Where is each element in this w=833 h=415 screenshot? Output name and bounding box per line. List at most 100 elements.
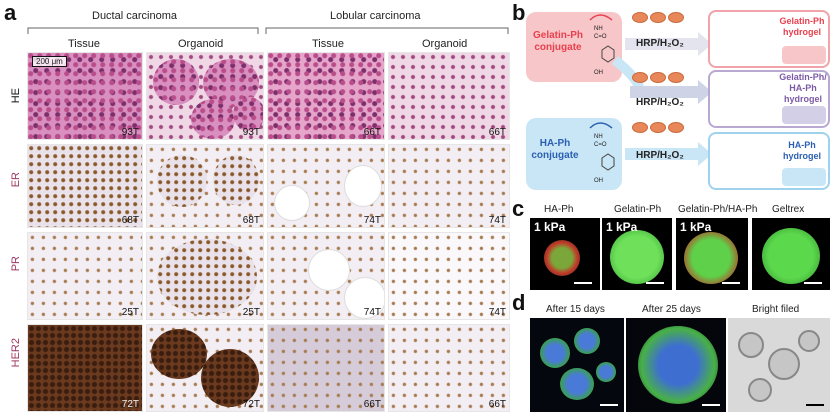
hrp-enzyme-icon [650,72,666,83]
hrp-enzyme-icon [668,72,684,83]
sample-id: 93T [242,127,260,138]
sample-id: 66T [363,399,381,410]
sample-id: 66T [363,127,381,138]
organoid [201,349,259,407]
sample-id: 93T [121,127,139,138]
reagent-label-3: HRP/H₂O₂ [636,150,684,161]
scale-bar [806,404,824,406]
pr-ductal-tissue: 25T [27,232,143,320]
sample-id: 25T [121,307,139,318]
d-label-brightfield: Bright filed [752,304,800,315]
hrp-enzyme-icon [632,122,648,133]
organoid [596,362,616,382]
reagent-label-1: HRP/H₂O₂ [636,38,684,49]
scale-bar [702,404,720,406]
organoid [233,97,263,131]
sample-id: 74T [488,307,506,318]
organoid [560,368,594,400]
chem-nh-1: NH [594,26,603,32]
c-label-gelatin: Gelatin-Ph [614,204,662,215]
col-header-organoid-2: Organoid [422,38,468,50]
c-image-gelatin: 1 kPa [602,218,672,290]
her2-ductal-tissue: 72T [27,324,143,412]
er-ductal-tissue: 68T [27,144,143,228]
group-header-ductal: Ductal carcinoma [92,10,177,22]
row-label-er: ER [10,172,22,188]
d-image-brightfield [728,318,830,412]
er-ductal-organoid: 68T [146,144,264,228]
fat-cell [344,277,384,319]
organoid [157,155,207,207]
panel-d-letter: d [512,290,526,315]
gel-dish [782,168,826,186]
stiffness-label: 1 kPa [606,220,638,234]
mix-hydrogel-label: Gelatin-Ph/ HA-Ph hydrogel [779,72,827,104]
he-ductal-organoid: 93T [146,52,264,140]
ductal-bracket [27,27,259,34]
gelatin-conjugate-label: Gelatin-Ph conjugate [532,30,583,53]
organoid [574,328,600,354]
row-label-her2: HER2 [10,338,22,368]
organoid [738,332,764,358]
col-header-tissue-2: Tissue [312,38,344,50]
arrow-gelatin [625,32,712,56]
col-header-tissue-1: Tissue [68,38,100,50]
c-label-mix: Gelatin-Ph/HA-Ph [678,204,758,215]
sample-id: 74T [363,215,381,226]
d-label-25days: After 25 days [642,304,701,315]
chem-oh-2: OH [594,178,603,184]
col-header-organoid-1: Organoid [178,38,224,50]
hrp-enzyme-icon [632,72,648,83]
scale-bar: 200 μm [32,56,67,67]
er-lobular-tissue: 74T [267,144,385,228]
organoid [157,239,257,315]
her2-lobular-tissue: 66T [267,324,385,412]
he-lobular-organoid: 66T [388,52,510,140]
organoid [153,59,199,105]
d-label-15days: After 15 days [546,304,605,315]
organoid [213,155,259,205]
scale-bar [804,282,822,284]
sample-id: 68T [121,215,139,226]
hrp-enzyme-icon [632,12,648,23]
c-image-mix: 1 kPa [676,218,748,290]
hrp-enzyme-icon [668,122,684,133]
scale-bar [600,404,618,406]
scale-bar [722,282,740,284]
he-lobular-tissue: 66T [267,52,385,140]
chem-co-2: C=O [594,142,607,148]
d-image-25days [626,318,726,412]
hrp-enzyme-icon [650,12,666,23]
sample-id: 74T [488,215,506,226]
hrp-enzyme-icon [650,122,666,133]
sample-id: 66T [488,127,506,138]
scale-bar [646,282,664,284]
stiffness-label: 1 kPa [680,220,712,234]
ha-conjugate-box [526,118,622,190]
spheroid [610,230,664,284]
spheroid [684,232,738,284]
ha-chain [589,122,613,129]
sample-id: 68T [242,215,260,226]
organoid [540,338,570,368]
organoid [748,378,772,402]
c-image-ha: 1 kPa [530,218,600,290]
scale-bar [574,282,592,284]
chem-oh-1: OH [594,70,603,76]
he-ductal-tissue: 200 μm 93T [27,52,143,140]
arrow-mid [630,80,712,104]
gelatin-chain [589,14,613,21]
c-label-ha: HA-Ph [544,204,574,215]
c-image-geltrex [752,218,830,290]
sample-id: 72T [121,399,139,410]
organoid [798,330,820,352]
panel-c-letter: c [512,196,525,221]
sample-id: 25T [242,307,260,318]
fat-cell [344,165,382,207]
pr-lobular-organoid: 74T [388,232,510,320]
gelatin-hydrogel-label: Gelatin-Ph hydrogel [779,16,825,37]
chem-co-1: C=O [594,34,607,40]
reagent-label-2: HRP/H₂O₂ [636,97,684,108]
lobular-bracket [265,27,509,34]
hrp-enzyme-icon [668,12,684,23]
